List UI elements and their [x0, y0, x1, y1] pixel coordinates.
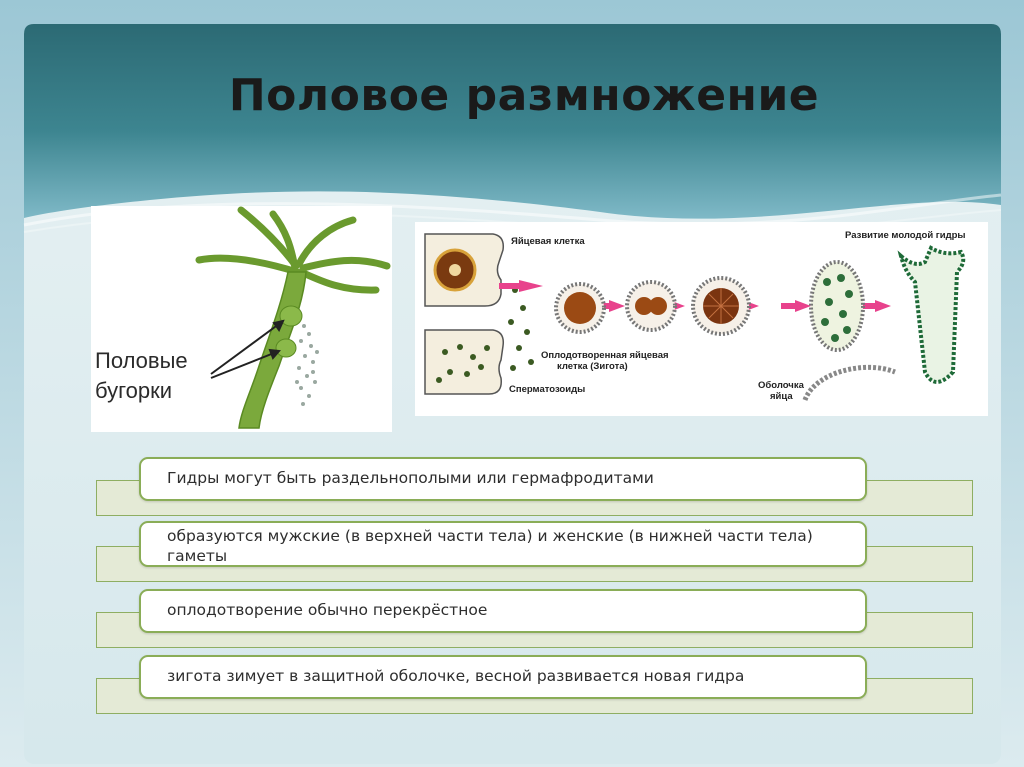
callout-line-1: Половые	[95, 348, 188, 373]
label-fertilized-egg-line-2: клетка (Зигота)	[557, 361, 628, 372]
label-sperm: Сперматозоиды	[509, 384, 586, 395]
label-shell-line-1: Оболочка	[758, 380, 804, 391]
label-fertilized-egg-line-1: Оплодотворенная яйцевая	[541, 350, 669, 361]
label-egg-cell: Яйцевая клетка	[511, 236, 585, 247]
label-shell-line-2: яйца	[770, 391, 793, 402]
life-cycle-illustration: Яйцевая клетка Оплодотворенная яйцевая к…	[415, 222, 988, 416]
fact-item: Гидры могут быть раздельнополыми или гер…	[139, 457, 867, 501]
fact-item: образуются мужские (в верхней части тела…	[139, 521, 867, 567]
life-cycle-drawing	[424, 233, 966, 402]
fact-item: оплодотворение обычно перекрёстное	[139, 589, 867, 633]
fact-text: оплодотворение обычно перекрёстное	[167, 601, 488, 619]
fact-text: образуются мужские (в верхней части тела…	[167, 527, 813, 565]
fact-text: Гидры могут быть раздельнополыми или гер…	[167, 469, 654, 487]
slide-title: Половое размножение	[228, 70, 820, 121]
hydra-drawing	[195, 206, 391, 429]
label-development: Развитие молодой гидры	[845, 230, 966, 241]
fact-item: зигота зимует в защитной оболочке, весно…	[139, 655, 867, 699]
callout-line-2: бугорки	[95, 378, 173, 403]
hydra-illustration: Половые бугорки	[91, 206, 392, 432]
fact-text: зигота зимует в защитной оболочке, весно…	[167, 667, 745, 685]
